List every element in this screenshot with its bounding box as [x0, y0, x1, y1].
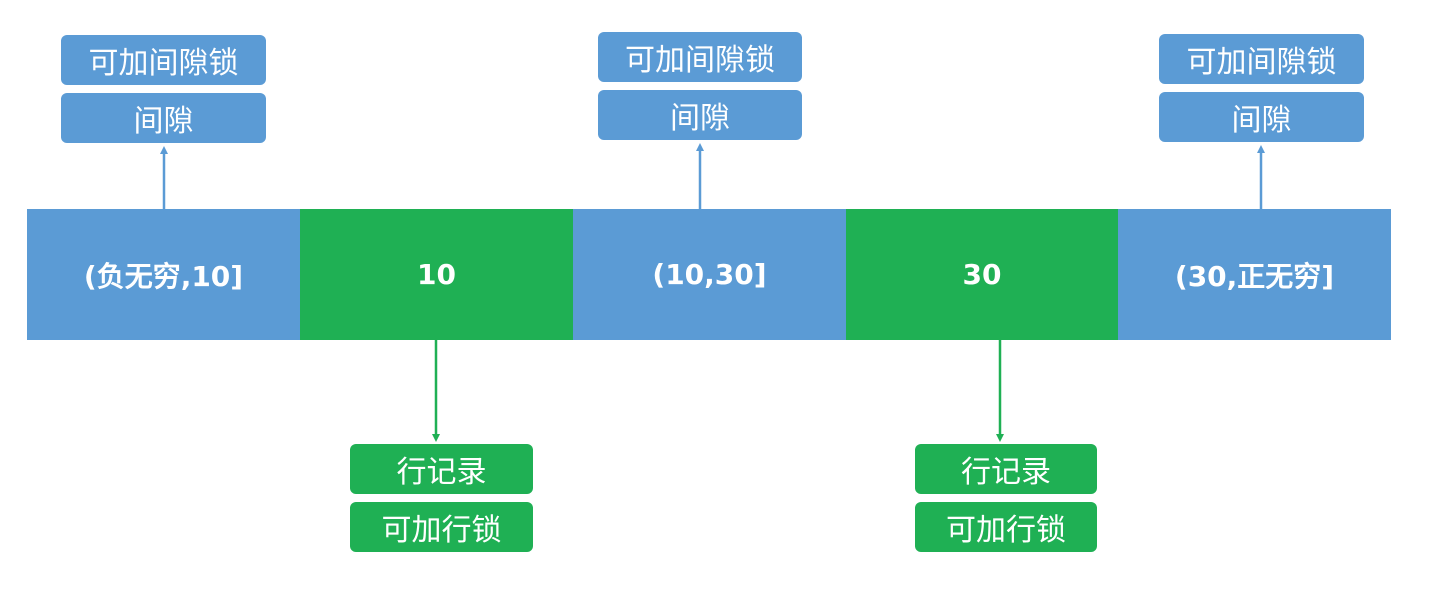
segment-record-30: 30 [846, 209, 1118, 340]
segment-gap-10-30: (10,30] [573, 209, 846, 340]
gap-type-tag-3: 间隙 [1159, 92, 1364, 142]
gap-lock-tag-3: 可加间隙锁 [1159, 34, 1364, 84]
gap-lock-tag-1: 可加间隙锁 [61, 35, 266, 85]
segment-gap-neg-inf-10: (负无穷,10] [27, 209, 300, 340]
gap-type-tag-2: 间隙 [598, 90, 802, 140]
gap-lock-tag-2: 可加间隙锁 [598, 32, 802, 82]
record-type-tag-1: 行记录 [350, 444, 533, 494]
segment-gap-30-pos-inf: (30,正无穷] [1118, 209, 1391, 340]
gap-type-tag-1: 间隙 [61, 93, 266, 143]
record-lock-tag-1: 可加行锁 [350, 502, 533, 552]
segment-record-10: 10 [300, 209, 573, 340]
record-type-tag-2: 行记录 [915, 444, 1097, 494]
record-lock-tag-2: 可加行锁 [915, 502, 1097, 552]
